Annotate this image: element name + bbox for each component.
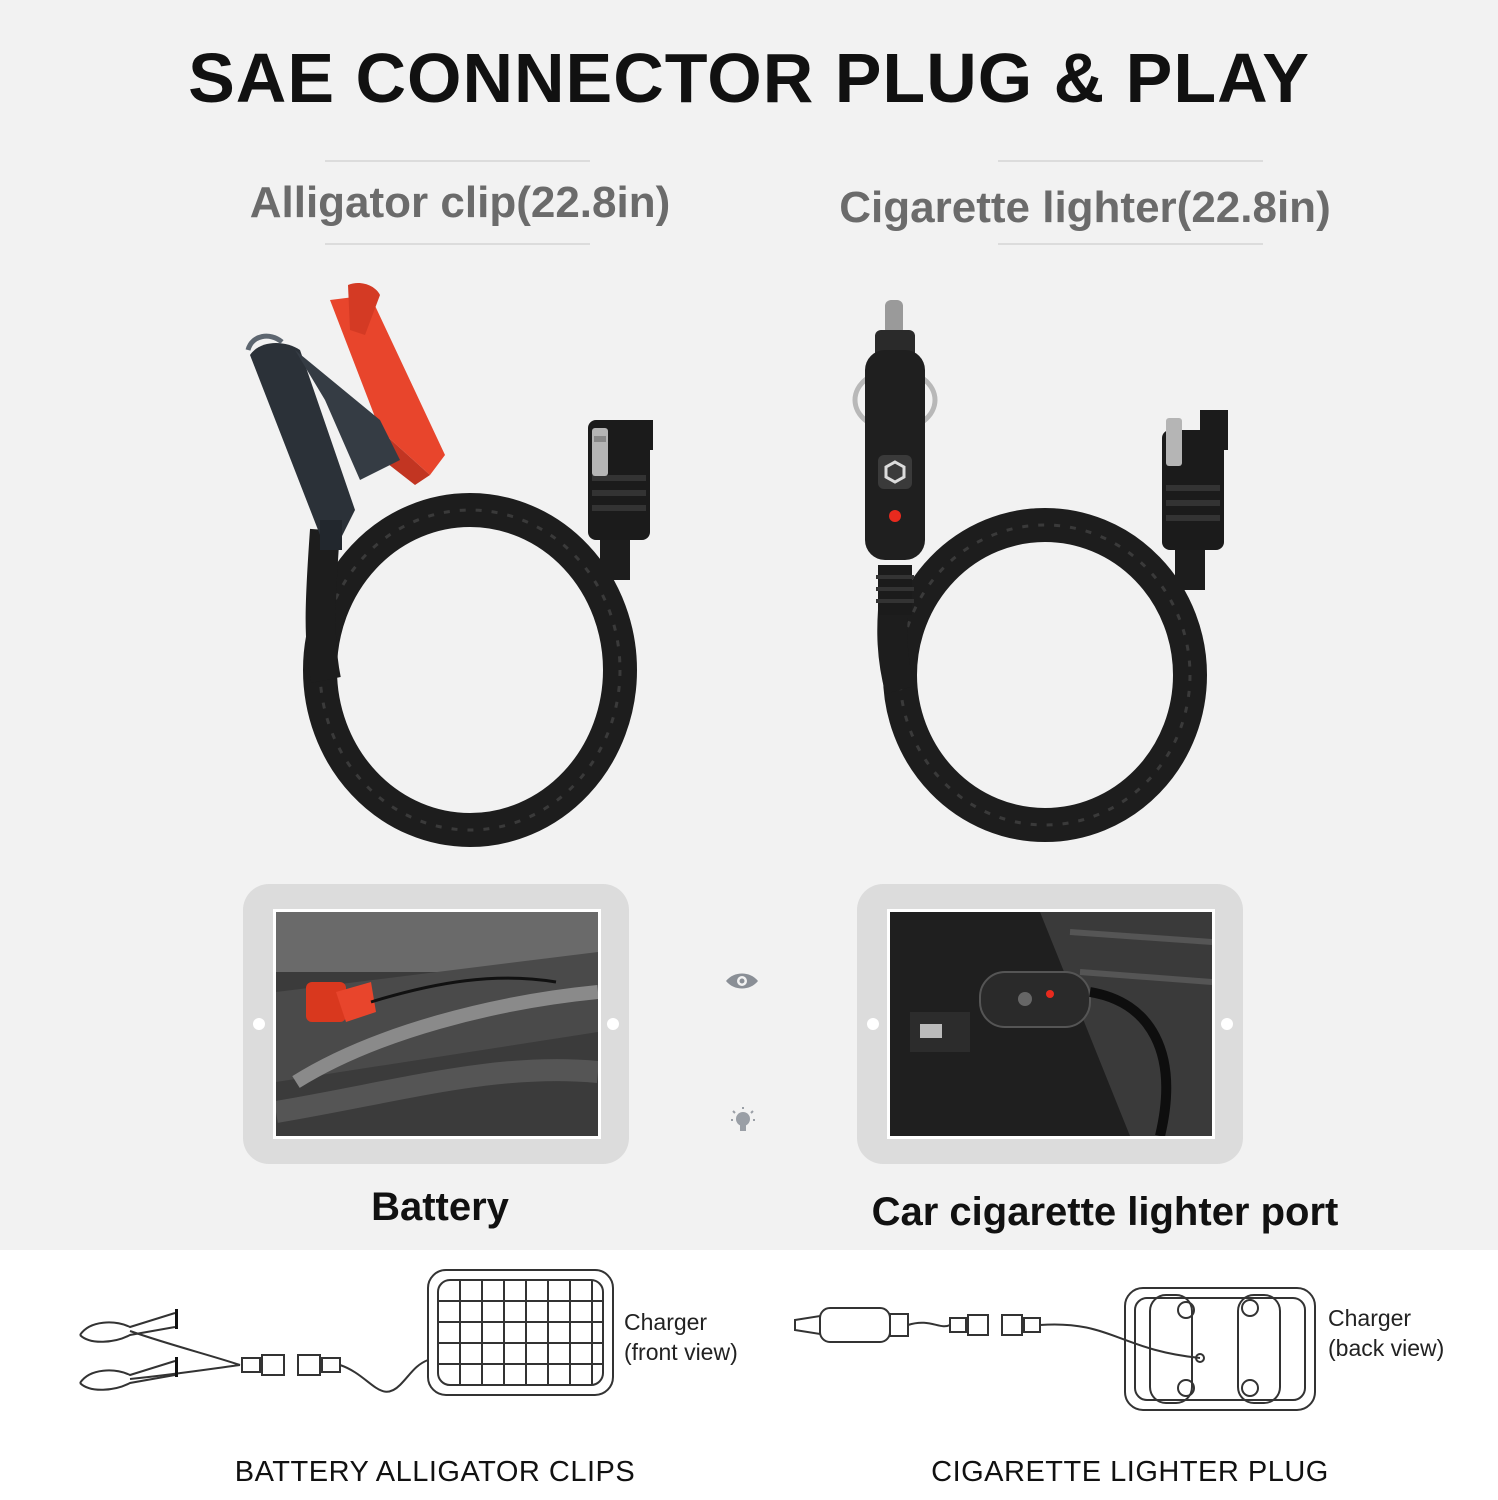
frame-hole: [1221, 1018, 1233, 1030]
battery-caption: Battery: [371, 1185, 509, 1229]
charger-back-label-line1: Charger: [1328, 1305, 1412, 1331]
charger-back-label-line2: (back view): [1328, 1335, 1445, 1361]
lightbulb-icon: [731, 1107, 755, 1131]
lighter-port-caption: Car cigarette lighter port: [871, 1190, 1339, 1234]
lower-section: [0, 1250, 1498, 1500]
battery-photo: [273, 909, 601, 1139]
title-rule: [998, 160, 1263, 162]
alligator-clips-diagram: [79, 1269, 614, 1396]
battery-photo-frame: [243, 884, 629, 1164]
charger-front-label: Charger (front view): [624, 1307, 738, 1367]
cigarette-lighter-diagram: [794, 1287, 1316, 1411]
frame-hole: [867, 1018, 879, 1030]
frame-hole: [253, 1018, 265, 1030]
cigarette-lighter-cable-image: [852, 300, 1228, 842]
alligator-clip-cable-image: [245, 283, 653, 847]
lighter-port-photo-frame: [857, 884, 1243, 1164]
alligator-clips-caption: BATTERY ALLIGATOR CLIPS: [234, 1456, 636, 1488]
lighter-port-photo: [887, 909, 1215, 1139]
frame-hole: [607, 1018, 619, 1030]
charger-front-label-line1: Charger: [624, 1309, 708, 1335]
eye-icon: [726, 973, 758, 989]
title-rule: [325, 243, 590, 245]
main-title: SAE CONNECTOR PLUG & PLAY: [188, 39, 1310, 117]
cigarette-lighter-title: Cigarette lighter(22.8in): [839, 183, 1331, 232]
title-rule: [998, 243, 1263, 245]
charger-front-label-line2: (front view): [624, 1339, 738, 1365]
alligator-clip-title: Alligator clip(22.8in): [249, 178, 671, 227]
cigarette-lighter-plug-caption: CIGARETTE LIGHTER PLUG: [931, 1456, 1329, 1488]
charger-back-label: Charger (back view): [1328, 1303, 1444, 1363]
title-rule: [325, 160, 590, 162]
